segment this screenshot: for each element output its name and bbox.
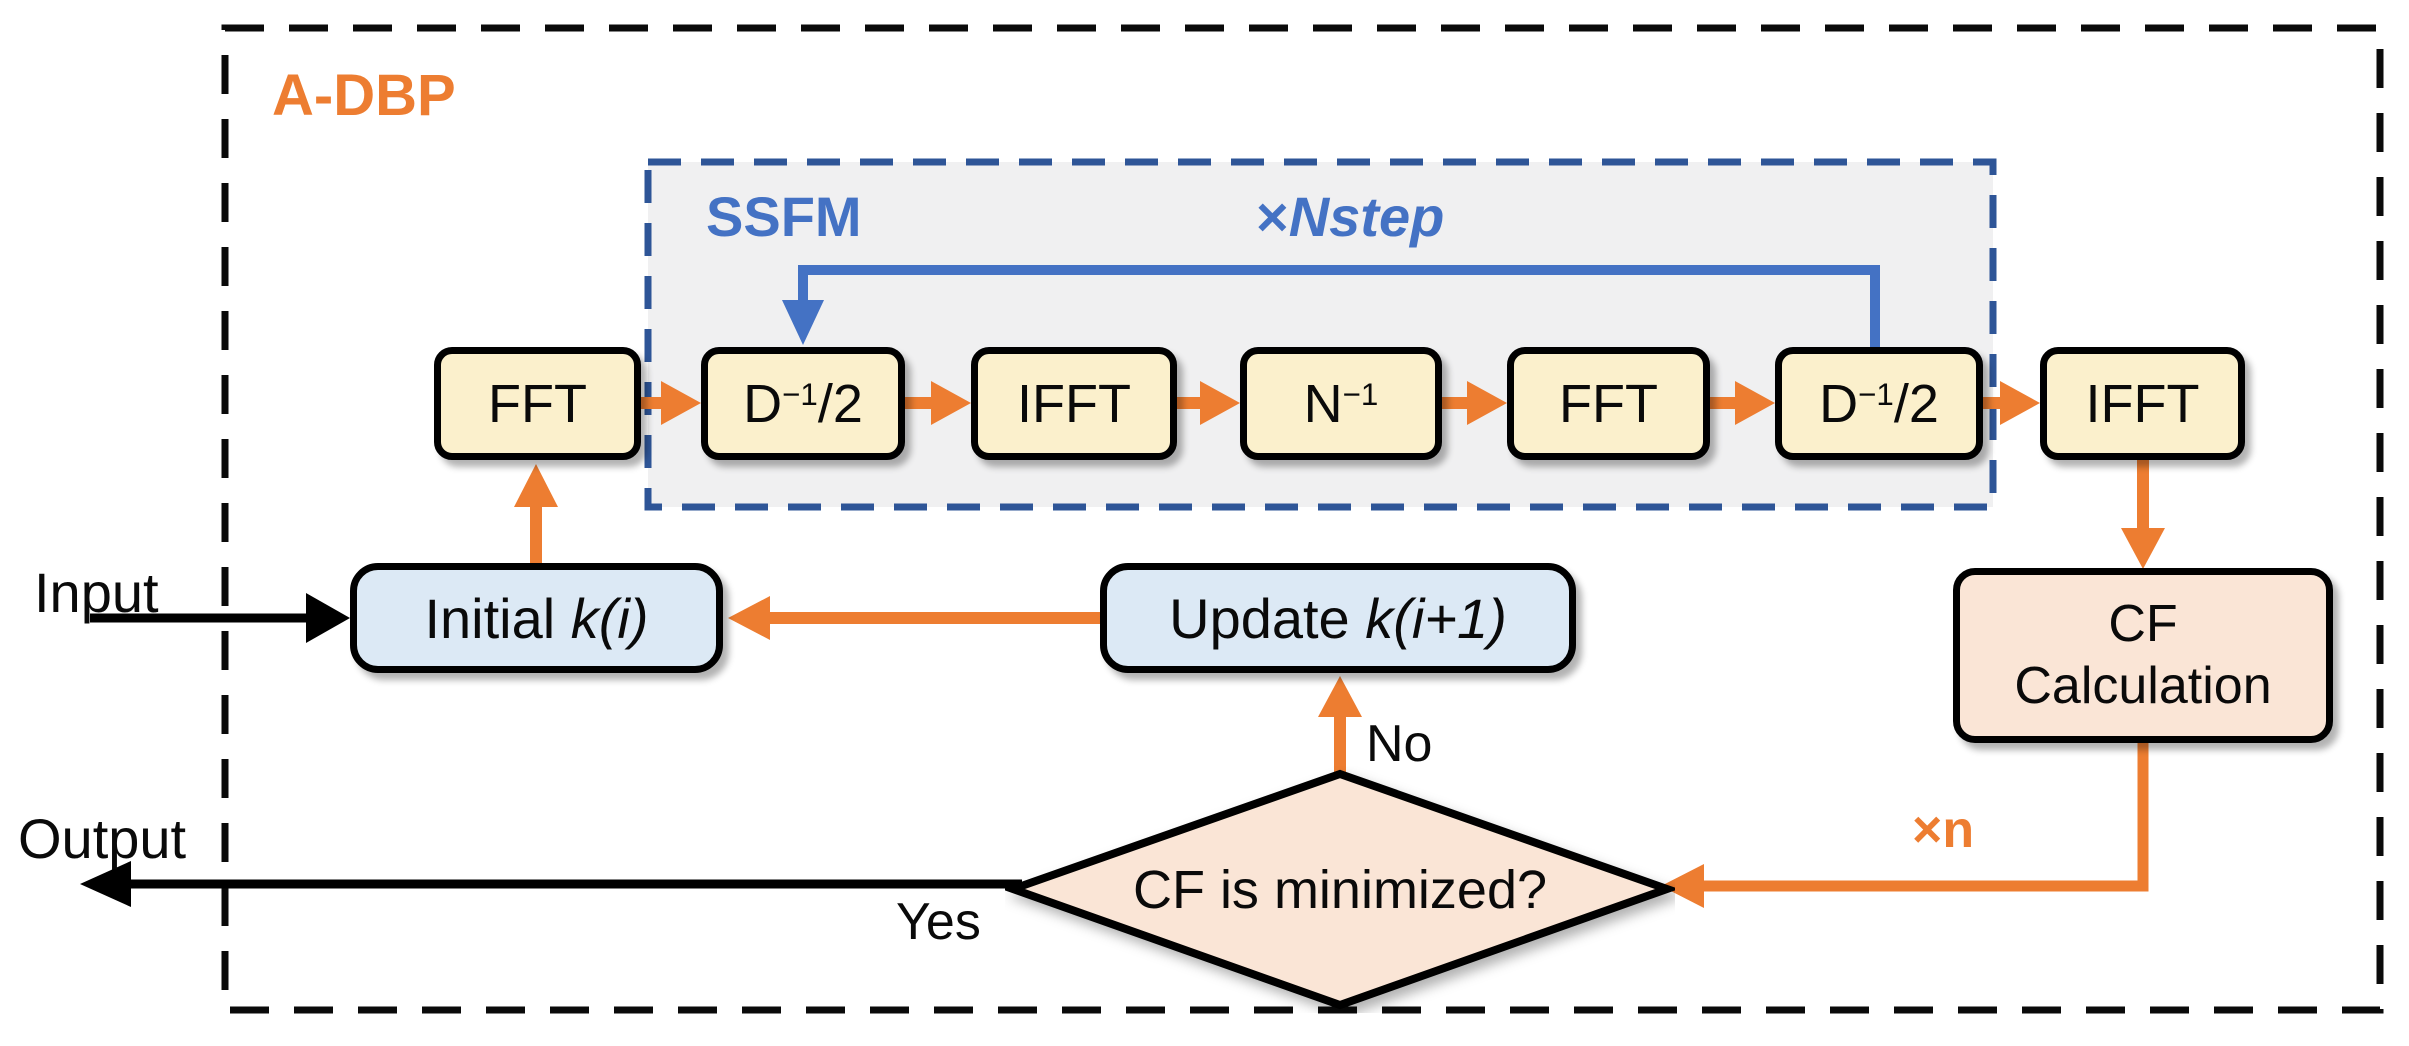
dispersion-half-box-2-label: D−1/2 bbox=[1819, 373, 1939, 434]
adbp-label: A-DBP bbox=[272, 63, 456, 128]
update-k-label: Update k(i+1) bbox=[1169, 586, 1507, 650]
input-label: Input bbox=[34, 561, 159, 624]
initial-k-label: Initial k(i) bbox=[424, 586, 649, 650]
adbp-boundary bbox=[221, 24, 2384, 1014]
cf-to-decision-arrow bbox=[1661, 743, 2149, 908]
nstep-mult-sign: × bbox=[1256, 185, 1289, 248]
dispersion-half-box-2: D−1/2 bbox=[1775, 347, 1983, 460]
nonlinearity-inverse-box-label: N−1 bbox=[1303, 373, 1379, 434]
dispersion-half-box-1-label: D−1/2 bbox=[743, 373, 863, 434]
yes-label: Yes bbox=[896, 893, 981, 951]
decision-label: CF is minimized? bbox=[1132, 859, 1548, 920]
fft-box-1: FFT bbox=[434, 347, 641, 460]
ifft-box-1: IFFT bbox=[971, 347, 1177, 460]
nstep-multiplier-label: ×Nstep bbox=[1256, 184, 1444, 249]
nstep-mult-name: Nstep bbox=[1288, 185, 1445, 248]
input-arrow bbox=[90, 593, 350, 643]
ifft-box-1-label: IFFT bbox=[1017, 373, 1131, 434]
output-label: Output bbox=[18, 807, 187, 870]
ssfm-feedback-arrow bbox=[782, 265, 1880, 348]
fft-box-1-label: FFT bbox=[488, 373, 587, 434]
ifft-box-2-label: IFFT bbox=[2085, 373, 2200, 434]
dispersion-half-box-1: D−1/2 bbox=[701, 347, 905, 460]
pipeline-arrow-4 bbox=[1442, 381, 1507, 425]
pipeline-arrow-3 bbox=[1177, 381, 1240, 425]
times-n-label: ×n bbox=[1912, 801, 1975, 859]
no-label: No bbox=[1366, 715, 1433, 773]
initial-to-fft-arrow bbox=[514, 464, 558, 563]
ssfm-label: SSFM bbox=[706, 185, 862, 248]
nonlinearity-inverse-box: N−1 bbox=[1240, 347, 1442, 460]
no-branch-arrow bbox=[1318, 676, 1362, 779]
ifft-box-2: IFFT bbox=[2040, 347, 2245, 460]
decision-diamond: CF is minimized? bbox=[1005, 766, 1675, 1013]
initial-k-box: Initial k(i) bbox=[350, 563, 723, 673]
output-arrow bbox=[80, 861, 1022, 907]
cf-calculation-box: CF Calculation bbox=[1953, 568, 2333, 743]
pipeline-arrow-5 bbox=[1710, 381, 1775, 425]
decision-diamond-shape bbox=[1005, 769, 1675, 1010]
cf-calculation-label: CF Calculation bbox=[2014, 595, 2272, 715]
pipeline-arrow-1 bbox=[641, 381, 701, 425]
fft-box-2-label: FFT bbox=[1559, 373, 1658, 434]
update-k-box: Update k(i+1) bbox=[1100, 563, 1576, 673]
pipeline-arrow-2 bbox=[905, 381, 971, 425]
update-to-initial-arrow bbox=[728, 596, 1100, 640]
pipeline-arrow-6 bbox=[1983, 381, 2040, 425]
ifft-to-cf-arrow bbox=[2121, 460, 2165, 569]
fft-box-2: FFT bbox=[1507, 347, 1710, 460]
